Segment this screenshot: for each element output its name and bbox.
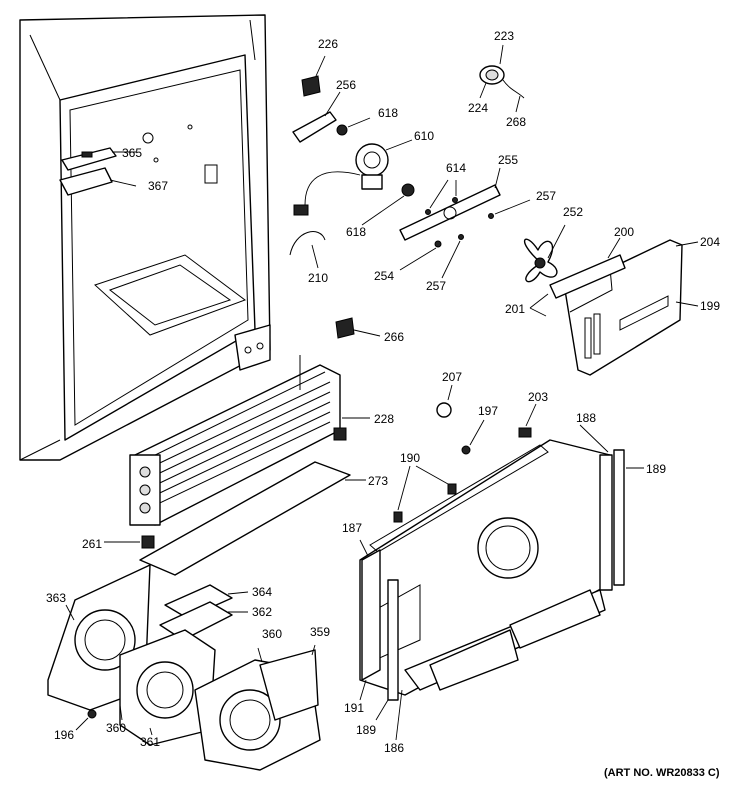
callout-188: 188: [576, 411, 596, 425]
art-number: (ART NO. WR20833 C): [604, 767, 720, 779]
part-257-screw-a: [488, 199, 531, 219]
callout-618-top: 618: [378, 106, 398, 120]
part-618-washer-top: [336, 117, 371, 136]
part-188-evaporator-cover: [359, 424, 613, 696]
callout-257-lower: 257: [426, 279, 446, 293]
callout-361: 361: [140, 735, 160, 749]
part-252-fan-blade: [523, 224, 566, 283]
callout-610: 610: [414, 129, 434, 143]
part-226-switch: [301, 55, 326, 97]
part-203-tape: [518, 403, 537, 438]
callout-210: 210: [308, 271, 328, 285]
callout-196: 196: [54, 728, 74, 742]
callout-203: 203: [528, 390, 548, 404]
freezer-liner: [19, 14, 271, 461]
part-361-fan-housing: [119, 629, 216, 746]
part-266-drain-clip: [335, 317, 381, 339]
callout-228: 228: [374, 412, 394, 426]
part-196-screw: [75, 709, 97, 731]
part-189-gasket-right: [613, 449, 644, 586]
part-210-tube: [289, 231, 326, 269]
callout-359: 359: [310, 625, 330, 639]
part-367-light-shield: [59, 167, 137, 196]
callout-362: 362: [252, 605, 272, 619]
callout-367: 367: [148, 179, 168, 193]
part-254-grommet: [399, 240, 442, 271]
part-207-cap: [436, 384, 453, 418]
callout-266: 266: [384, 330, 404, 344]
part-261-clip: [104, 535, 155, 549]
callout-363: 363: [46, 591, 66, 605]
part-257-screw-b: [441, 234, 464, 279]
part-191-insulation: [359, 549, 381, 701]
callout-257-upper: 257: [536, 189, 556, 203]
part-190-grommet: [393, 465, 457, 523]
part-618-washer-lower: [361, 183, 415, 226]
callout-252: 252: [563, 205, 583, 219]
part-189-gasket-left: [375, 579, 399, 721]
callout-224: 224: [468, 101, 488, 115]
part-610-fan-motor: [293, 139, 413, 216]
callout-223: 223: [494, 29, 514, 43]
part-228-evaporator: [129, 355, 370, 526]
callout-189-right: 189: [646, 462, 666, 476]
part-365-light-socket: [61, 147, 136, 171]
callout-365: 365: [122, 146, 142, 160]
callout-618-lower: 618: [346, 225, 366, 239]
callout-360-upper: 360: [262, 627, 282, 641]
callout-226: 226: [318, 37, 338, 51]
callout-200: 200: [614, 225, 634, 239]
callout-268: 268: [506, 115, 526, 129]
callout-207: 207: [442, 370, 462, 384]
part-256-bracket: [292, 91, 341, 143]
callout-186: 186: [384, 741, 404, 755]
part-199-fan-shroud: [529, 237, 699, 376]
callout-261: 261: [82, 537, 102, 551]
callout-189-left: 189: [356, 723, 376, 737]
callout-201: 201: [505, 302, 525, 316]
callout-191: 191: [344, 701, 364, 715]
part-197-screw: [461, 419, 485, 455]
part-186-cover-bottom: [395, 589, 606, 741]
callout-254: 254: [374, 269, 394, 283]
callout-256: 256: [336, 78, 356, 92]
callout-187: 187: [342, 521, 362, 535]
callout-197: 197: [478, 404, 498, 418]
part-364-filter: [164, 584, 249, 619]
callout-204: 204: [700, 235, 720, 249]
callout-360-lower: 360: [106, 721, 126, 735]
part-360-damper-housing: [119, 644, 321, 771]
callout-199: 199: [700, 299, 720, 313]
callout-190: 190: [400, 451, 420, 465]
part-223-thermistor: [479, 44, 525, 113]
callout-273: 273: [368, 474, 388, 488]
callout-614: 614: [446, 161, 466, 175]
callout-255: 255: [498, 153, 518, 167]
callout-364: 364: [252, 585, 272, 599]
callout-labels: 226 256 618 610 618 210 223 224 268 365 …: [46, 29, 720, 779]
part-273-drain-trough: [139, 461, 366, 576]
part-255-fan-bracket: [399, 167, 501, 241]
